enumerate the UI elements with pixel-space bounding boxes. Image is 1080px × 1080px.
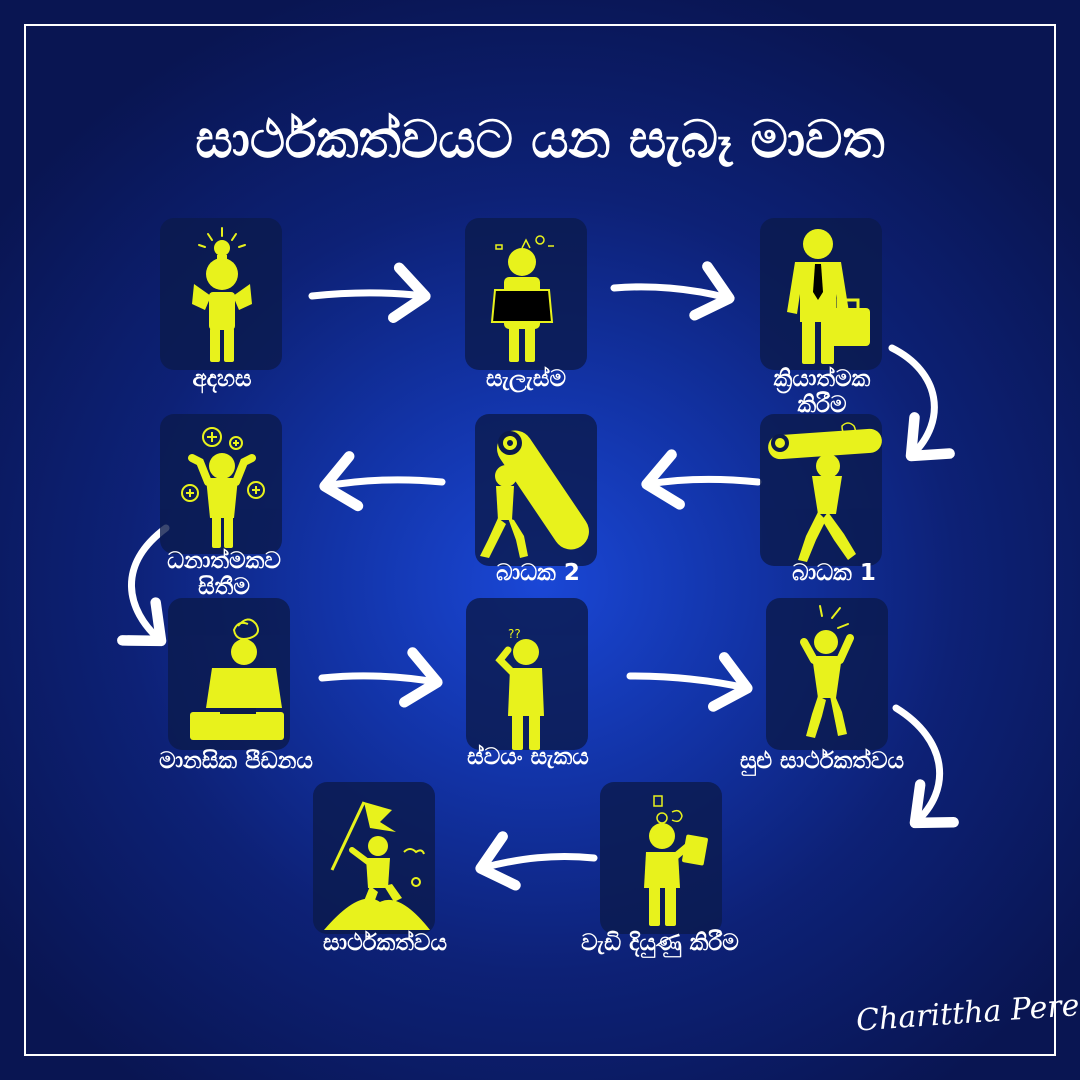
step-label-develop-more: වැඩි දියුණු කිරීම: [540, 930, 780, 956]
step-label-obstacle-1: බාධක 1: [714, 560, 954, 586]
arrow-smallsuccess-to-develop: [892, 704, 959, 829]
label-line: සිතීම: [198, 574, 250, 600]
label-line: ක්‍රියාත්මක: [773, 366, 871, 392]
arrow-action-to-obstacle1: [888, 344, 955, 462]
step-label-positive-thinking: ධනාත්මකව සිතීම: [104, 548, 344, 600]
arrow-stress-to-selfdoubt: [318, 647, 443, 708]
step-label-obstacle-2: බාධක 2: [418, 560, 658, 586]
label-line: මානසික පීඩනය: [159, 748, 313, 774]
person-with-book-icon: [644, 795, 708, 926]
step-label-mental-stress: මානසික පීඩනය: [116, 748, 356, 774]
person-with-plus-signs-icon: [181, 427, 265, 548]
stressed-sitting-person-icon: [190, 618, 284, 740]
page-title: සාර්ථකත්වයට යන සැබෑ මාවත: [195, 110, 885, 170]
label-line: ස්වයං සැකය: [467, 744, 589, 770]
label-line: ධනාත්මකව: [167, 548, 281, 574]
arrow-plan-to-action: [610, 261, 735, 321]
label-line: සාර්ථකත්වය: [323, 930, 447, 956]
label-line: කිරීම: [797, 392, 847, 418]
person-carrying-log-icon: [768, 422, 882, 562]
svg-text:??: ??: [508, 627, 521, 641]
label-line: බාධක 2: [496, 560, 580, 586]
label-line: බාධක 1: [792, 560, 876, 586]
label-line: සුළු සාර්ථකත්වය: [739, 748, 905, 774]
step-label-small-success: සුළු සාර්ථකත්වය: [702, 748, 942, 774]
label-line: සැලැස්ම: [486, 366, 566, 392]
person-pushing-log-icon: [480, 430, 589, 558]
person-holding-map-icon: [490, 235, 554, 362]
celebrating-person-icon: [800, 605, 854, 738]
arrow-obstacle2-to-positive: [319, 451, 446, 512]
arrow-obstacle1-to-obstacle2: [641, 449, 762, 510]
step-label-success: සාර්ථකත්වය: [265, 930, 505, 956]
flag-on-mountain-icon: [324, 801, 430, 930]
lightbulb-head-person-icon: [192, 227, 252, 362]
arrow-idea-to-plan: [308, 262, 431, 324]
label-line: අදහස: [192, 366, 252, 392]
step-label-self-doubt: ස්වයං සැකය: [408, 744, 648, 770]
arrow-selfdoubt-to-smallsuccess: [626, 652, 753, 712]
step-label-plan: සැලැස්ම: [406, 366, 646, 392]
step-label-action: ක්‍රියාත්මක කිරීම: [702, 366, 942, 418]
confused-person-icon: ??: [495, 627, 544, 750]
step-label-idea: අදහස: [102, 366, 342, 392]
arrow-positive-to-stress: [117, 524, 170, 647]
arrows-layer: [117, 261, 959, 891]
businessman-with-briefcase-icon: [787, 229, 870, 364]
label-line: වැඩි දියුණු කිරීම: [581, 930, 739, 956]
arrow-develop-to-success: [475, 831, 598, 891]
